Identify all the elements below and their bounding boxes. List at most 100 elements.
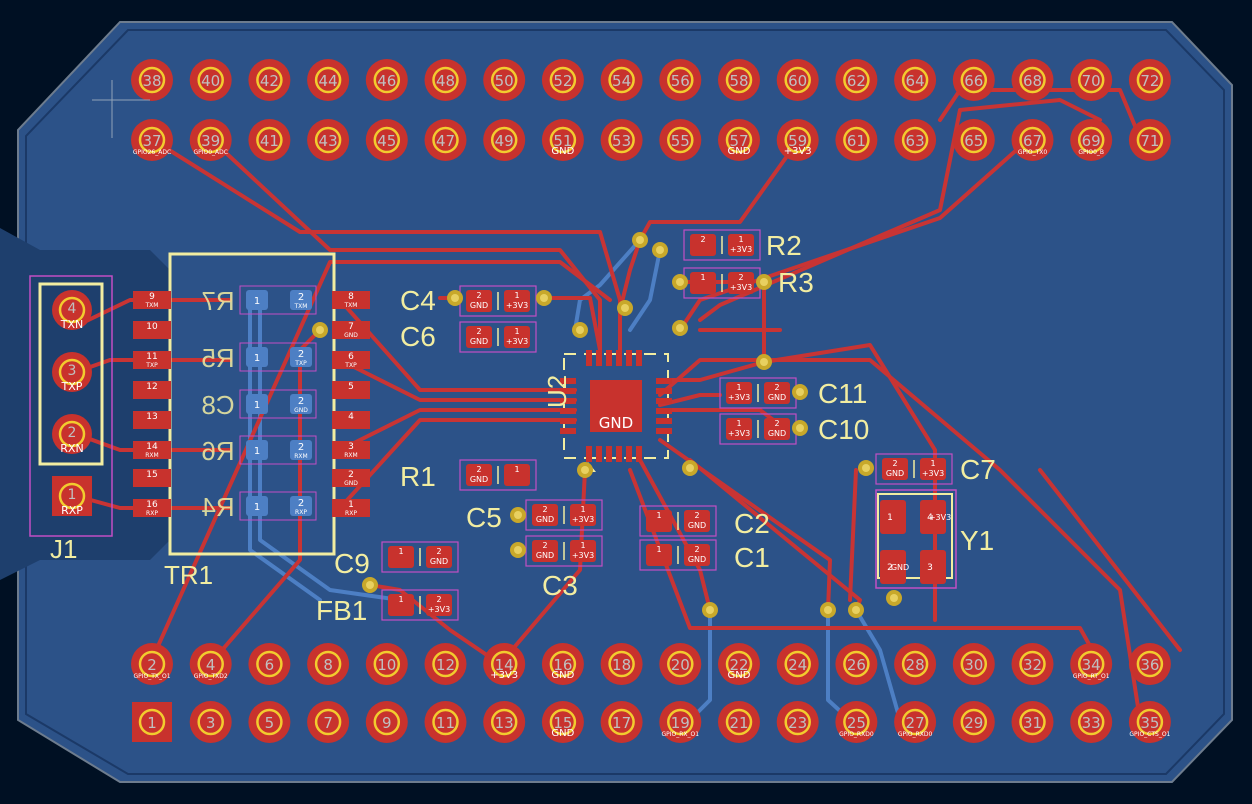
header-pad[interactable]: [424, 59, 467, 101]
back-pad-1[interactable]: [246, 290, 268, 310]
y1-pad[interactable]: [880, 550, 906, 584]
header-pin-13[interactable]: 13: [483, 701, 526, 743]
part-pad-2[interactable]: [882, 458, 908, 480]
header-pad[interactable]: [131, 59, 173, 101]
header-pad[interactable]: [835, 643, 878, 685]
part-pad-1[interactable]: [728, 234, 754, 256]
header-pad[interactable]: [541, 643, 584, 685]
header-pin-50[interactable]: 50: [483, 59, 526, 101]
via[interactable]: [756, 354, 772, 370]
header-pad[interactable]: [365, 643, 408, 685]
header-pad[interactable]: [248, 643, 291, 685]
header-pad[interactable]: [894, 119, 937, 161]
via[interactable]: [858, 460, 874, 476]
u2-pad-top[interactable]: [596, 350, 602, 366]
header-pad[interactable]: [189, 119, 232, 161]
header-pad[interactable]: [600, 643, 643, 685]
part-pad-2[interactable]: [426, 594, 452, 616]
header-pin-12[interactable]: 12: [424, 643, 467, 685]
tr1-pad[interactable]: [332, 411, 370, 429]
header-pin-45[interactable]: 45: [365, 119, 408, 161]
part-pad-1[interactable]: [504, 290, 530, 312]
u2-pad-left[interactable]: [560, 388, 576, 394]
header-pad[interactable]: [424, 701, 467, 743]
back-pad-2[interactable]: [290, 440, 312, 460]
header-pin-17[interactable]: 17: [600, 701, 643, 743]
header-pin-43[interactable]: 43: [307, 119, 350, 161]
header-pad[interactable]: [894, 643, 937, 685]
header-pin-62[interactable]: 62: [835, 59, 878, 101]
header-pad[interactable]: [952, 701, 995, 743]
header-pin-3[interactable]: 3: [189, 701, 232, 743]
via[interactable]: [572, 322, 588, 338]
part-pad-1[interactable]: [690, 272, 716, 294]
header-pin-65[interactable]: 65: [952, 119, 995, 161]
header-pin-7[interactable]: 7: [307, 701, 350, 743]
y1-pin-3[interactable]: 3: [920, 550, 946, 584]
y1-pin-1[interactable]: 1: [880, 500, 906, 534]
u2-pad-bottom[interactable]: [636, 446, 642, 462]
tr1-left-pin-15[interactable]: 15: [133, 469, 171, 487]
via[interactable]: [577, 462, 593, 478]
header-pad[interactable]: [365, 701, 408, 743]
tr1-pad[interactable]: [133, 381, 171, 399]
tr1-pad[interactable]: [332, 381, 370, 399]
header-pin-14[interactable]: 14+3V3: [483, 643, 526, 685]
header-pin-36[interactable]: 36: [1128, 643, 1171, 685]
header-pad[interactable]: [1128, 643, 1171, 685]
header-pad[interactable]: [365, 59, 408, 101]
part-pad-2[interactable]: [684, 510, 710, 532]
u2-pad-left[interactable]: [560, 418, 576, 424]
u2-pad-right[interactable]: [656, 378, 672, 384]
header-pin-49[interactable]: 49: [483, 119, 526, 161]
part-pad-1[interactable]: [504, 326, 530, 348]
header-pad[interactable]: [307, 701, 350, 743]
back-pad-1[interactable]: [246, 347, 268, 367]
header-pin-21[interactable]: 21: [718, 701, 760, 743]
header-pad[interactable]: [1128, 701, 1171, 743]
header-pin-63[interactable]: 63: [894, 119, 937, 161]
header-pin-71[interactable]: 71: [1128, 119, 1171, 161]
via[interactable]: [510, 507, 526, 523]
header-pad[interactable]: [483, 59, 526, 101]
header-pin-55[interactable]: 55: [659, 119, 702, 161]
back-pad-2[interactable]: [290, 394, 312, 414]
header-pin-46[interactable]: 46: [365, 59, 408, 101]
u2-pad-top[interactable]: [616, 350, 622, 366]
header-pad[interactable]: [131, 119, 173, 161]
header-pad[interactable]: [600, 59, 643, 101]
via[interactable]: [617, 300, 633, 316]
via[interactable]: [312, 322, 328, 338]
part-pad-1[interactable]: [646, 544, 672, 566]
j1-pad[interactable]: [52, 290, 92, 330]
tr1-pad[interactable]: [332, 291, 370, 309]
tr1-pad[interactable]: [332, 499, 370, 517]
back-pad-2[interactable]: [290, 347, 312, 367]
header-pad[interactable]: [1070, 119, 1113, 161]
via[interactable]: [672, 320, 688, 336]
header-pin-30[interactable]: 30: [952, 643, 995, 685]
